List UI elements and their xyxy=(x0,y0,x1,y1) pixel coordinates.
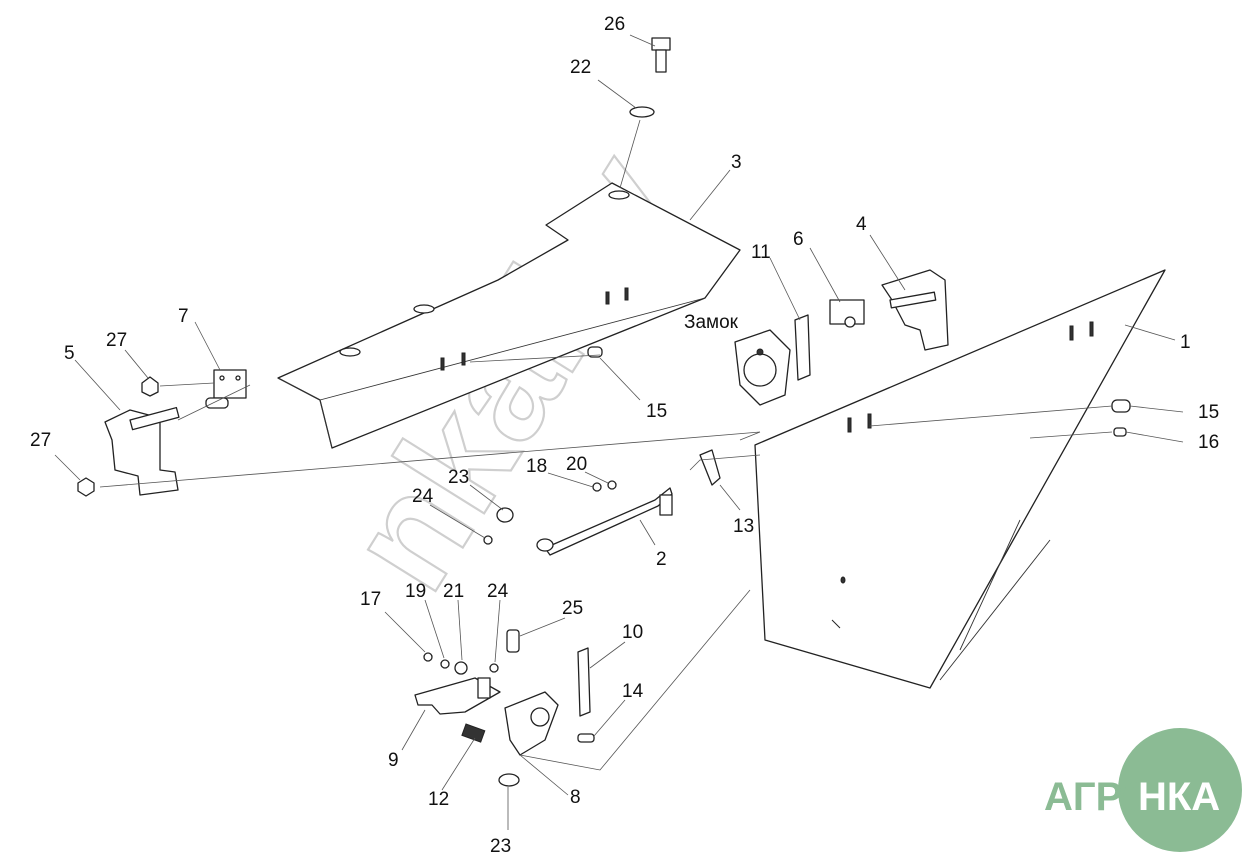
part-2-rod xyxy=(536,487,673,556)
part-4-hinge xyxy=(881,269,949,351)
label-13: 13 xyxy=(733,516,754,537)
part-3-cover-plate xyxy=(277,182,741,449)
part-6-bracket xyxy=(829,299,865,328)
part-1-side-panel xyxy=(754,269,1166,689)
logo-text-right: НКА xyxy=(1138,775,1220,819)
label-27-left: 27 xyxy=(30,430,51,451)
label-18: 18 xyxy=(526,456,547,477)
label-9: 9 xyxy=(388,750,399,771)
leader-lines xyxy=(54,34,1184,830)
part-7-hinge xyxy=(205,369,247,409)
part-25-pin xyxy=(506,629,520,653)
label-24-low: 24 xyxy=(487,581,509,602)
label-17: 17 xyxy=(360,589,381,610)
part-12-spring xyxy=(461,723,486,743)
label-12: 12 xyxy=(428,789,449,810)
agronka-logo: АГРО НКА xyxy=(1044,728,1242,852)
label-23-bottom: 23 xyxy=(490,836,511,857)
label-16: 16 xyxy=(1198,432,1219,453)
lock-assembly xyxy=(734,314,811,406)
logo-text-left: АГРО xyxy=(1044,775,1153,819)
label-20: 20 xyxy=(566,454,587,475)
label-3: 3 xyxy=(731,152,742,173)
label-26: 26 xyxy=(604,14,625,35)
part-14-screw xyxy=(577,733,595,743)
part-5-bracket xyxy=(104,406,180,496)
part-10-plate xyxy=(577,647,591,717)
label-15-right: 15 xyxy=(1198,402,1219,423)
label-11: 11 xyxy=(751,242,771,263)
callout-labels: 26 22 3 11 6 4 Замок 1 15 16 7 27 5 27 1… xyxy=(30,14,1219,857)
label-7: 7 xyxy=(178,306,189,327)
label-24-top: 24 xyxy=(412,486,434,507)
label-19: 19 xyxy=(405,581,426,602)
label-8: 8 xyxy=(570,787,581,808)
part-13-link xyxy=(699,449,721,486)
label-lock: Замок xyxy=(684,312,739,333)
label-6: 6 xyxy=(793,229,804,250)
label-2: 2 xyxy=(656,549,667,570)
label-5: 5 xyxy=(64,343,75,364)
label-1: 1 xyxy=(1180,332,1191,353)
label-21: 21 xyxy=(443,581,464,602)
label-22: 22 xyxy=(570,57,591,78)
label-15-mid: 15 xyxy=(646,401,667,422)
label-27-top: 27 xyxy=(106,330,127,351)
label-10: 10 xyxy=(622,622,643,643)
label-4: 4 xyxy=(856,214,867,235)
logo-circle xyxy=(1118,728,1242,852)
part-8-bracket xyxy=(477,677,559,756)
label-14: 14 xyxy=(622,681,644,702)
label-23-mid: 23 xyxy=(448,467,469,488)
label-25: 25 xyxy=(562,598,583,619)
